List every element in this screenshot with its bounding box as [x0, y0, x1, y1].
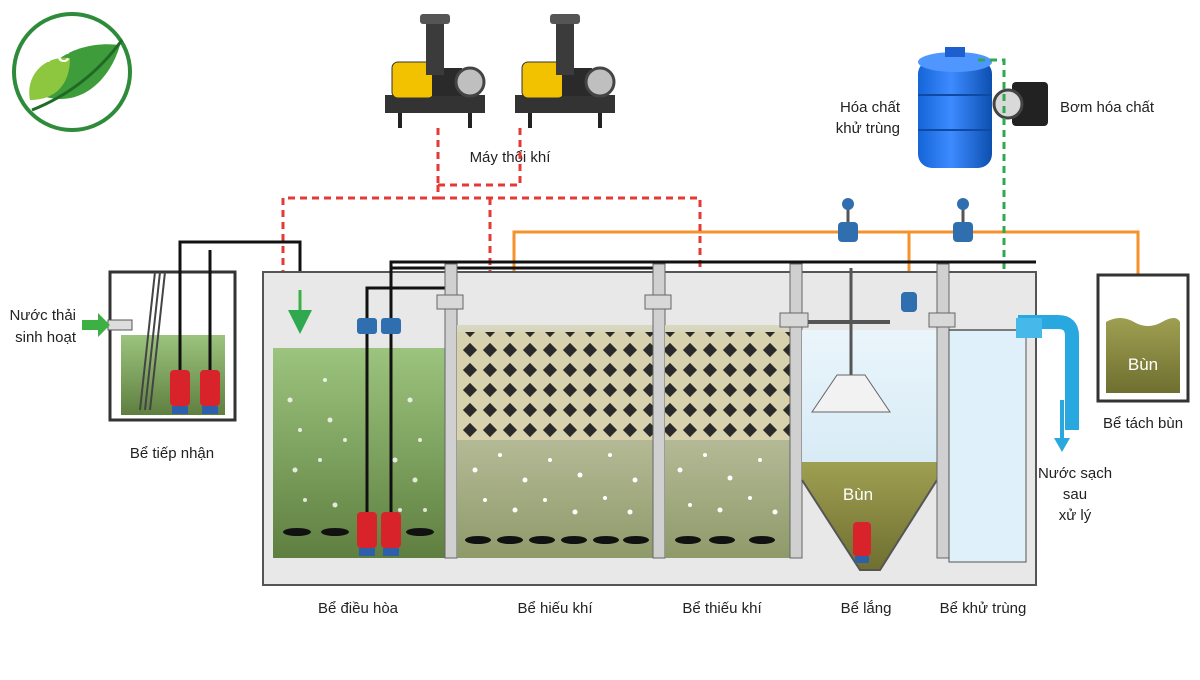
disinfection-tank-label: Bể khử trùng — [940, 600, 1027, 617]
inflow-label-1: Nước thải — [9, 307, 76, 324]
chemical-tank-label-2: khử trùng — [836, 120, 900, 137]
chemical-pump-label: Bơm hóa chất — [1060, 99, 1155, 116]
settling-sludge-label: Bùn — [843, 485, 873, 504]
outflow-pipe — [1016, 315, 1079, 452]
anoxic-tank — [665, 325, 790, 558]
equalization-tank — [273, 266, 655, 558]
valve-icon — [953, 198, 973, 242]
chemical-tank-icon — [918, 47, 992, 168]
equalization-tank-label: Bể điều hòa — [318, 600, 399, 617]
outflow-label-2: sau — [1063, 486, 1087, 503]
receiving-tank — [107, 240, 302, 422]
chemical-tank-label-1: Hóa chất — [840, 99, 901, 116]
settling-tank: Bùn — [801, 268, 938, 571]
aerobic-tank-label: Bể hiếu khí — [517, 600, 593, 617]
vpc-logo: VPC — [12, 12, 132, 132]
pump-icon — [170, 370, 190, 414]
blower-label: Máy thổi khí — [470, 149, 552, 166]
inflow-arrow — [82, 313, 110, 337]
sludge-tank-content-label: Bùn — [1128, 355, 1158, 374]
outflow-label-1: Nước sạch — [1038, 465, 1112, 482]
blower-icon — [515, 14, 616, 128]
outflow-label-3: xử lý — [1059, 507, 1092, 524]
pump-icon — [853, 522, 871, 563]
disinfection-tank — [948, 329, 1027, 563]
blower-icon — [385, 14, 486, 128]
logo-text: VPC — [35, 47, 70, 66]
anoxic-tank-label: Bể thiếu khí — [682, 600, 762, 617]
chemical-pump-icon — [992, 82, 1048, 126]
pump-icon — [381, 512, 401, 556]
valve-icon — [901, 292, 917, 312]
sludge-tank-label: Bể tách bùn — [1103, 415, 1183, 432]
pump-icon — [357, 512, 377, 556]
chemical-dosing-line — [978, 58, 1016, 302]
valve-icon — [838, 198, 858, 242]
blower-units — [385, 14, 616, 128]
aerobic-tank — [457, 325, 653, 558]
receiving-tank-label: Bể tiếp nhận — [130, 445, 214, 462]
pump-icon — [200, 370, 220, 414]
sludge-tank: Bùn — [1096, 273, 1190, 403]
inflow-label-2: sinh hoạt — [15, 329, 77, 346]
settling-tank-label: Bể lắng — [841, 600, 892, 617]
transfer-pipe — [389, 260, 1036, 268]
